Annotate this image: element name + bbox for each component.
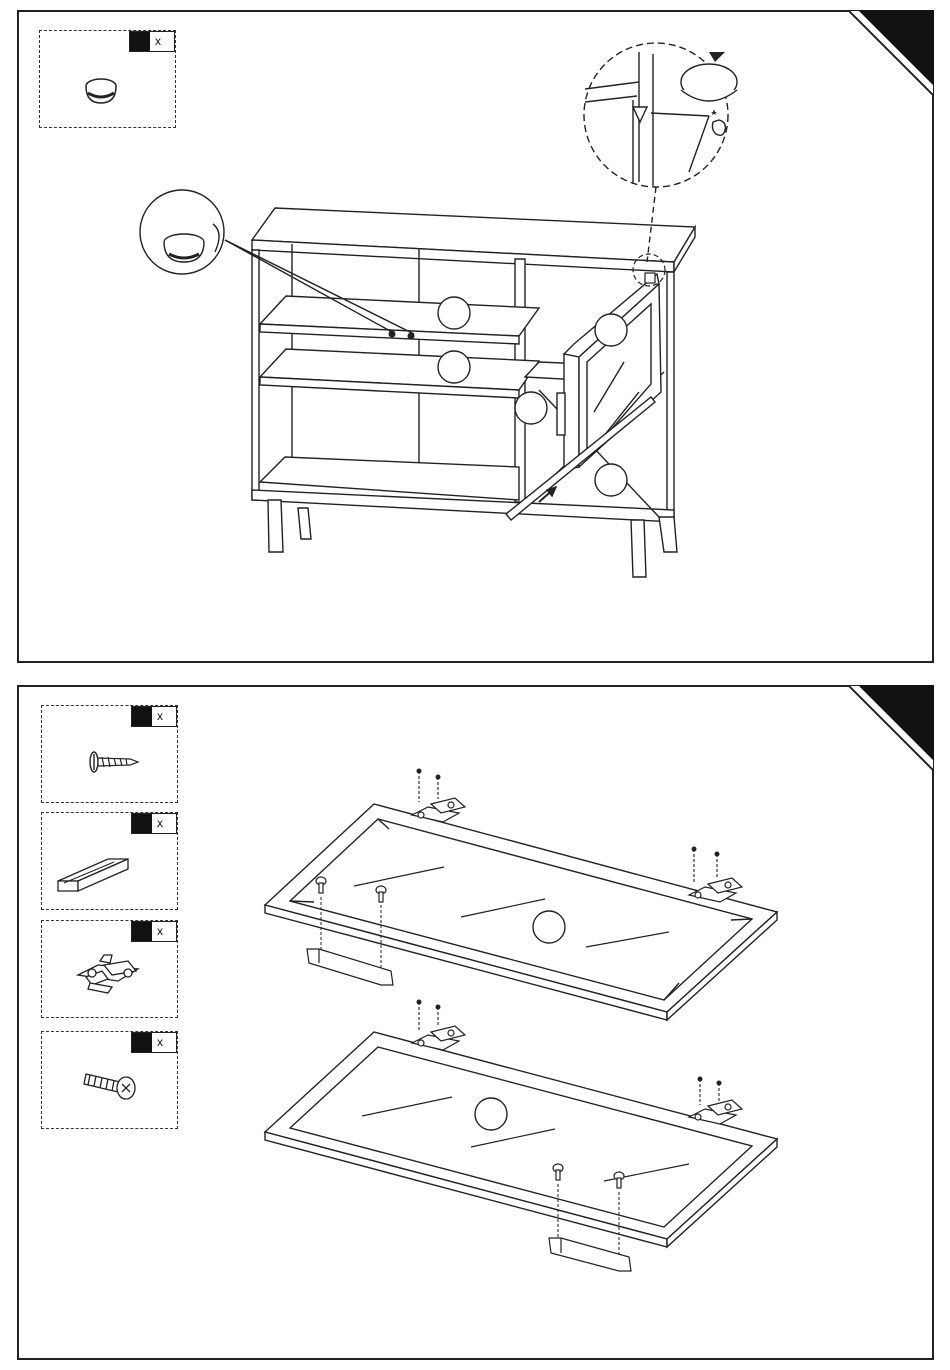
upper-door	[265, 804, 777, 1020]
cabinet-assembly-drawing	[19, 12, 936, 665]
step-1-panel: x	[17, 10, 934, 663]
lower-door	[265, 1032, 777, 1247]
step-2-panel: x x x	[17, 685, 934, 1360]
door-assembly-drawing	[19, 687, 936, 1362]
